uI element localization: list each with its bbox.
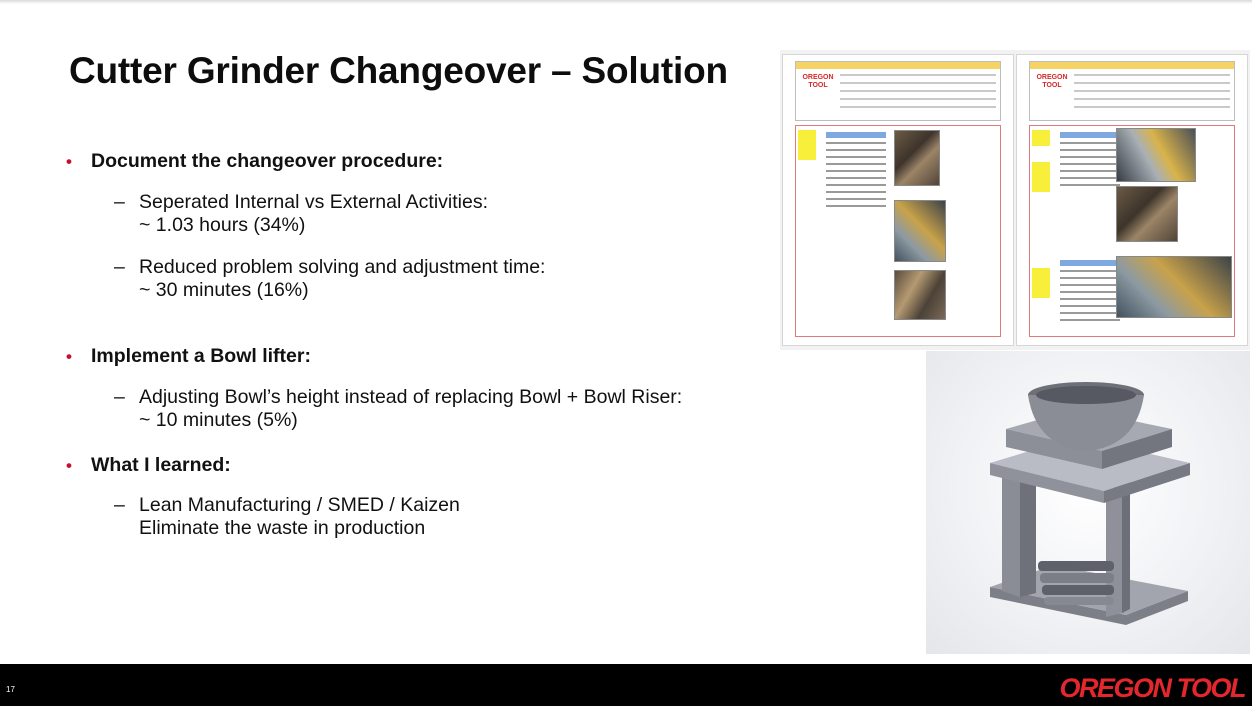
dash-icon: – <box>114 494 125 516</box>
bullet-bowl-lifter: •Implement a Bowl lifter: <box>66 345 311 367</box>
changeover-photo <box>1116 186 1178 242</box>
bullet-document-procedure: •Document the changeover procedure: <box>66 150 444 172</box>
sub-bullet-bowl-height: – Adjusting Bowl’s height instead of rep… <box>114 386 683 431</box>
bullet-dot-icon: • <box>66 347 72 366</box>
bowl-lifter-cad-render <box>926 351 1250 654</box>
document-page-right: OREGON TOOL <box>1016 54 1248 346</box>
dash-icon: – <box>114 386 125 408</box>
bullet-dot-icon: • <box>66 456 72 475</box>
page-number: 17 <box>6 685 15 694</box>
sub-bullet-lean: – Lean Manufacturing / SMED / Kaizen Eli… <box>114 494 460 539</box>
brand-logo: OREGON TOOL <box>1059 673 1246 703</box>
changeover-photo <box>894 200 946 262</box>
dash-icon: – <box>114 256 125 278</box>
bullet-dot-icon: • <box>66 152 72 171</box>
changeover-photo <box>1116 256 1232 318</box>
document-page-left: OREGON TOOL <box>782 54 1014 346</box>
standard-work-document-image: OREGON TOOL OREGON TOOL <box>780 50 1250 350</box>
bullet-what-i-learned: •What I learned: <box>66 454 231 476</box>
sub-bullet-internal-external: – Seperated Internal vs External Activit… <box>114 191 489 236</box>
slide-title: Cutter Grinder Changeover – Solution <box>69 50 728 91</box>
top-divider <box>0 0 1252 4</box>
document-header: OREGON TOOL <box>1029 61 1235 121</box>
document-logo: OREGON TOOL <box>1036 74 1068 89</box>
changeover-photo <box>1116 128 1196 182</box>
changeover-photo <box>894 270 946 320</box>
footer-bar: 17 OREGON TOOL <box>0 664 1252 706</box>
document-body <box>795 125 1001 337</box>
changeover-photo <box>894 130 940 186</box>
document-logo: OREGON TOOL <box>802 74 834 89</box>
document-body <box>1029 125 1235 337</box>
document-header: OREGON TOOL <box>795 61 1001 121</box>
dash-icon: – <box>114 191 125 213</box>
bowl-lifter-icon <box>990 382 1190 625</box>
sub-bullet-problem-solving: – Reduced problem solving and adjustment… <box>114 256 546 301</box>
